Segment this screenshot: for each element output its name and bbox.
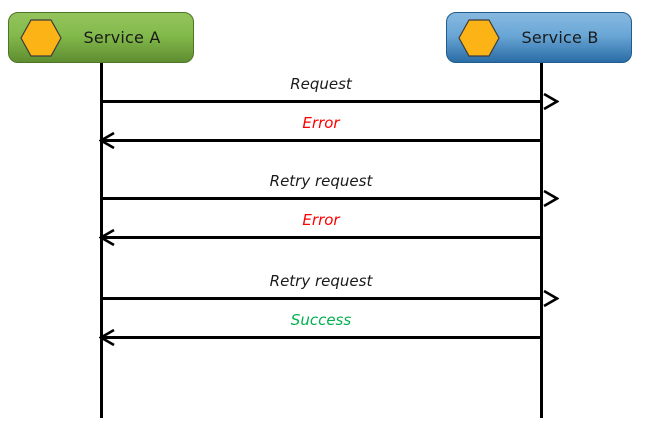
message-line	[100, 297, 542, 300]
message-line	[100, 336, 542, 339]
message-line	[100, 197, 542, 200]
lifeline-service-a	[100, 63, 103, 418]
message-label: Error	[302, 211, 340, 229]
message-label: Retry request	[269, 272, 373, 290]
hexagon-icon	[457, 18, 501, 58]
message-label: Success	[290, 311, 352, 329]
lifeline-service-b	[540, 63, 543, 418]
message-label: Request	[290, 75, 352, 93]
message-line	[100, 139, 542, 142]
hexagon-icon	[19, 18, 63, 58]
participant-service-a[interactable]: Service A	[8, 12, 194, 63]
message-line	[100, 236, 542, 239]
message-label: Retry request	[269, 172, 373, 190]
participant-label-service-b: Service B	[521, 28, 599, 47]
message-label: Error	[302, 114, 340, 132]
participant-service-b[interactable]: Service B	[446, 12, 632, 63]
participant-label-service-a: Service A	[83, 28, 161, 47]
message-line	[100, 100, 542, 103]
